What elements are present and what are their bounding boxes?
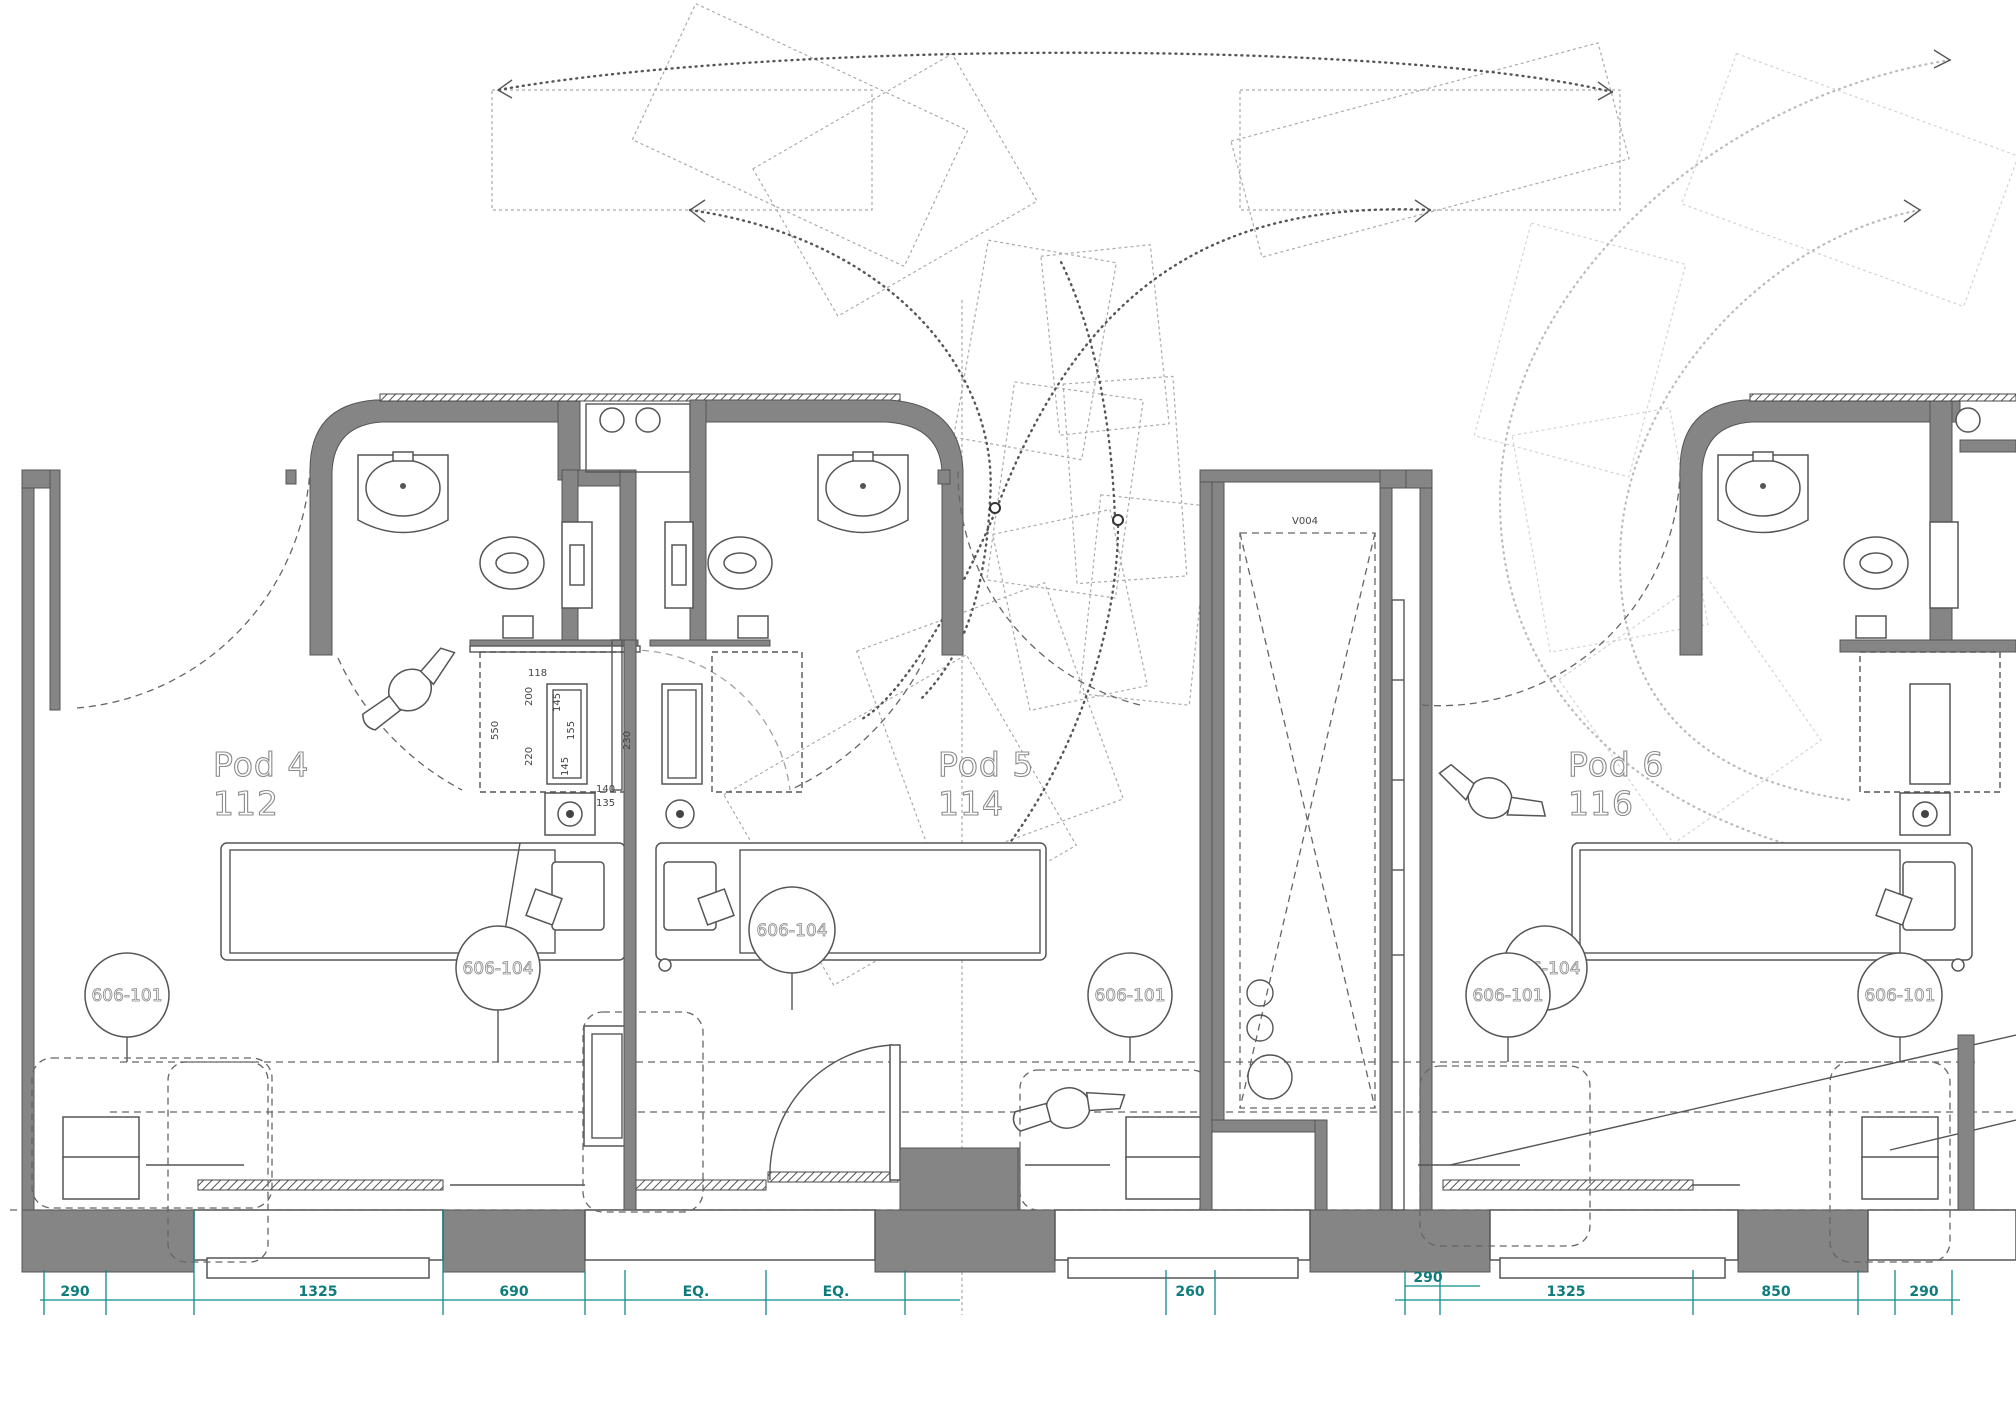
dim-260: 260 — [1175, 1284, 1204, 1300]
dim-690: 690 — [499, 1284, 528, 1300]
dimension-string: 290 1325 690 EQ. EQ. 260 290 1325 850 29… — [40, 1210, 1960, 1315]
detail-dim-3: 550 — [490, 721, 501, 740]
dim-1325-a: 1325 — [299, 1284, 338, 1300]
dim-290-b: 290 — [1413, 1270, 1442, 1286]
tag-606-101-d: 606-101 — [1864, 986, 1935, 1006]
swept-path-diagram — [491, 2, 2016, 1315]
detail-dim-8: 140 — [596, 784, 615, 795]
detail-dim-4: 145 — [552, 693, 563, 712]
exterior-wall — [21, 1147, 2016, 1279]
pod-6: 606-104 606-101 606-101 Pod 6 116 — [1405, 393, 2016, 1263]
pod-5: 606-104 606-101 Pod 5 114 — [649, 399, 1211, 1211]
riser-v004: V004 — [1199, 469, 1421, 1211]
tag-606-101-c: 606-101 — [1472, 986, 1543, 1006]
detail-dim-9: 135 — [596, 798, 615, 809]
dim-1325-b: 1325 — [1547, 1284, 1586, 1300]
tag-606-104-b: 606-104 — [756, 921, 827, 941]
tag-606-101-b: 606-101 — [1094, 986, 1165, 1006]
pod-6-number: 116 — [1568, 784, 1634, 823]
detail-dim-5: 155 — [566, 721, 577, 740]
pod-4-number: 112 — [213, 784, 279, 823]
detail-dim-6: 220 — [524, 747, 535, 766]
detail-dim-2: 200 — [524, 687, 535, 706]
dim-290-a: 290 — [60, 1284, 89, 1300]
dim-eq-a: EQ. — [683, 1284, 710, 1300]
pod-4: 606-101 606-104 Pod 4 112 — [21, 393, 901, 1263]
dim-850: 850 — [1761, 1284, 1790, 1300]
pod-5-number: 114 — [938, 784, 1004, 823]
room-v004: V004 — [1292, 516, 1318, 527]
pod-5-name: Pod 5 — [938, 745, 1034, 784]
pod-4-name: Pod 4 — [213, 745, 309, 784]
detail-dim-1: 118 — [528, 668, 547, 679]
dim-290-c: 290 — [1909, 1284, 1938, 1300]
dim-eq-b: EQ. — [823, 1284, 850, 1300]
detail-dim-10: 230 — [622, 731, 633, 750]
tag-606-104-a: 606-104 — [462, 959, 533, 979]
pod-6-name: Pod 6 — [1568, 745, 1664, 784]
tag-606-101-a: 606-101 — [91, 986, 162, 1006]
detail-dim-7: 145 — [560, 757, 571, 776]
